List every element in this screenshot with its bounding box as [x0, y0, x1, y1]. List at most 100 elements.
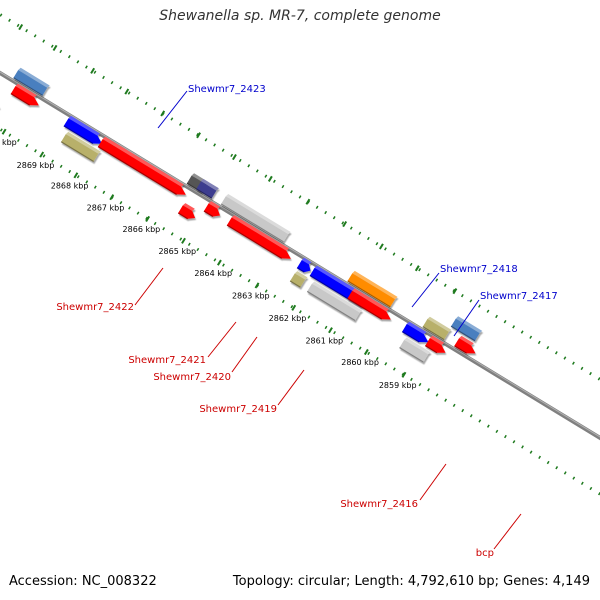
tick-mark — [124, 88, 130, 95]
tick-label: 2862 kbp — [269, 314, 307, 323]
gene-label: Shewmr7_2416 — [340, 499, 418, 510]
tick-mark — [90, 67, 96, 74]
gene-label: Shewmr7_2420 — [153, 372, 231, 383]
tick-mark — [217, 259, 222, 266]
ruler-lower — [0, 12, 600, 382]
tick-mark — [401, 371, 407, 378]
gene-edge — [10, 93, 30, 106]
gene-feature — [399, 337, 431, 363]
backbone-layer — [0, 70, 600, 441]
gene-front-face — [63, 118, 102, 144]
gene-top-face — [301, 257, 312, 265]
gene-top-face — [208, 201, 220, 209]
tick-label: 2859 kbp — [379, 381, 417, 390]
gene-top-face — [68, 115, 100, 136]
gene-top-face — [429, 335, 445, 346]
tick-mark — [452, 288, 458, 295]
gene-edge — [422, 326, 445, 341]
gene-edge — [60, 141, 94, 163]
tick-mark — [328, 327, 333, 334]
gene-top-face — [231, 215, 289, 251]
gene-front-face — [227, 217, 291, 259]
gene-label: Shewmr7_2422 — [56, 302, 134, 313]
gene-feature — [13, 67, 50, 96]
gene-top-face — [427, 316, 452, 332]
gene-top-face — [182, 203, 195, 211]
gene-top-face — [352, 288, 389, 312]
gene-front-face — [402, 323, 429, 343]
gene-feature — [10, 83, 39, 106]
leader-line — [134, 267, 164, 306]
tick-mark — [39, 151, 45, 158]
gene-label: Shewmr7_2417 — [480, 291, 558, 302]
gene-edge — [177, 212, 188, 220]
gene-feature — [422, 316, 452, 341]
tick-mark — [109, 194, 115, 201]
gene-front-face — [61, 134, 99, 162]
leader-line — [419, 463, 447, 501]
tick-label: 2865 kbp — [158, 247, 196, 256]
gene-feature — [306, 281, 363, 322]
tick-mark — [232, 153, 237, 161]
leader-line — [157, 90, 188, 129]
gene-edge — [226, 224, 283, 259]
gene-edge — [63, 125, 94, 145]
gene-label: bcp — [476, 548, 494, 559]
gene-front-face — [347, 290, 391, 320]
gene-edge — [306, 290, 356, 322]
gene-front-face — [196, 181, 217, 199]
leader-line — [453, 299, 480, 337]
gene-front-face — [13, 70, 48, 96]
gene-front-face — [98, 139, 186, 195]
tick-label: 2863 kbp — [232, 292, 270, 301]
tick-mark — [305, 198, 311, 205]
leader-line — [411, 272, 440, 308]
gene-top-face — [102, 136, 184, 187]
gene-edge — [13, 77, 43, 96]
gene-top-face — [455, 316, 483, 334]
gene-top-face — [18, 67, 50, 88]
gene-top-face — [406, 321, 427, 335]
label-layer: Shewmr7_2423Shewmr7_2418Shewmr7_2417Shew… — [56, 84, 557, 559]
tick-mark — [254, 282, 260, 289]
gene-feature — [424, 335, 446, 354]
gene-edge — [401, 331, 420, 343]
gene-edge — [97, 146, 177, 195]
leader-line — [277, 369, 305, 406]
tick-label: 2870 kbp — [0, 138, 17, 147]
tick-label: 2869 kbp — [17, 161, 55, 170]
gene-feature — [203, 201, 220, 217]
gene-feature — [347, 288, 391, 320]
tick-mark — [73, 172, 79, 179]
backbone-line — [0, 70, 600, 441]
tick-mark — [342, 221, 348, 228]
gene-edge — [399, 347, 424, 363]
gene-top-face — [225, 194, 291, 235]
gene-feature — [454, 335, 476, 354]
gene-front-face — [307, 283, 360, 321]
gene-feature — [401, 321, 429, 343]
tick-label: 2866 kbp — [123, 225, 161, 234]
gene-edge — [347, 280, 391, 308]
gene-feature — [296, 257, 312, 273]
genome-summary: Topology: circular; Length: 4,792,610 bp… — [232, 574, 590, 589]
tick-mark — [160, 110, 166, 117]
leader-line — [231, 336, 258, 373]
gene-front-face — [290, 273, 306, 288]
gene-front-face — [399, 339, 429, 363]
gene-edge — [289, 280, 301, 288]
gene-top-face — [294, 271, 308, 280]
tick-mark — [145, 215, 151, 223]
gene-front-face — [347, 273, 395, 307]
tick-mark — [196, 132, 201, 139]
gene-edge — [424, 345, 438, 354]
tick-mark — [378, 243, 384, 250]
gene-feature — [347, 270, 398, 308]
tick-mark — [363, 348, 369, 356]
tick-label: 2861 kbp — [305, 336, 343, 345]
gene-top-face — [311, 281, 363, 313]
tick-label: 2868 kbp — [51, 182, 89, 191]
gene-edge — [347, 297, 382, 320]
leader-line — [493, 513, 522, 550]
